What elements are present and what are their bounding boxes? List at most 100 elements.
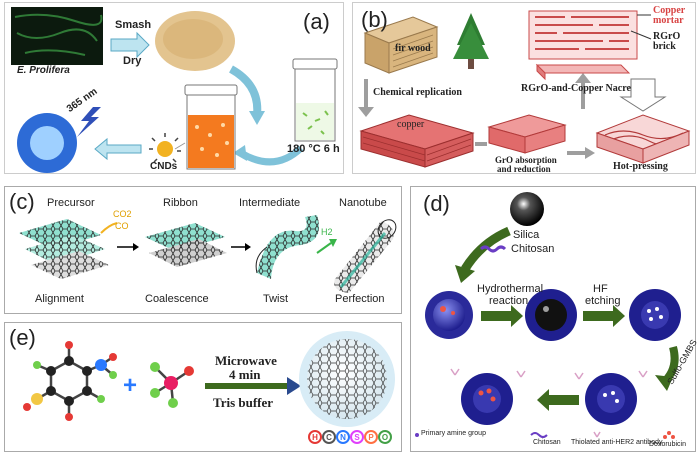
element-symbol-h: H: [312, 433, 318, 442]
panel-d-graphic: [415, 192, 681, 439]
press-arrow: [619, 78, 667, 112]
legend-chitosan-icon: [530, 432, 548, 438]
gro-label-1: GrO absorption: [495, 155, 557, 165]
hf-label-2: etching: [585, 295, 621, 307]
legend-chitosan: Chitosan: [533, 439, 561, 446]
lightning-icon: [77, 107, 101, 137]
arrow-smash: [110, 31, 150, 59]
arrow-e-shaft: [205, 383, 287, 389]
arrow-d-1-head: [511, 305, 523, 327]
legend-antibody: Thiolated anti-HER2 antibody: [571, 439, 663, 446]
buffer-label: Tris buffer: [213, 395, 274, 410]
tree-icon: [453, 13, 489, 69]
jar-dots: [195, 123, 229, 157]
legend-amine-icon: [415, 433, 419, 437]
algae-strands: [14, 13, 103, 56]
label-alignment: Alignment: [35, 293, 84, 305]
panel-e-tag: (e): [9, 325, 36, 350]
sphere-4: [585, 373, 637, 425]
nacre-label: RGrO-and-Copper Nacre: [521, 83, 631, 94]
panel-b: (b) fir wood Chemical replication copper…: [352, 2, 696, 174]
arrow-d-3-head: [537, 389, 549, 411]
condition-label: 180 °C 6 h: [287, 143, 340, 155]
element-badge-h: [308, 430, 322, 444]
panel-c-graphic: [19, 215, 397, 293]
label-perfection: Perfection: [335, 293, 385, 305]
copper-mortar-label-1: Copper: [653, 5, 686, 16]
element-badge-s: [350, 430, 364, 444]
sphere-3: [629, 289, 681, 341]
legend-amine: Primary amine group: [421, 430, 486, 437]
gas-co2: CO2: [113, 209, 132, 219]
label-precursor: Precursor: [47, 197, 95, 209]
rgro-brick-label-2: brick: [653, 41, 676, 52]
plus-sign: +: [123, 372, 137, 399]
sphere-5: [461, 373, 513, 425]
gro-block: [487, 114, 567, 154]
arrow-d-2: [583, 311, 613, 321]
microwave-label: Microwave: [215, 353, 277, 368]
arrow-c-1-head: [133, 243, 139, 251]
cnd-particle: [149, 133, 181, 163]
element-symbol-n: N: [340, 433, 346, 442]
chitosan-label: Chitosan: [511, 243, 555, 255]
autoclave-liquid: [296, 103, 334, 140]
copper-label: copper: [397, 119, 425, 130]
antibody-marks: [450, 368, 648, 380]
algae-pieces: [302, 110, 329, 135]
element-symbol-p: P: [368, 433, 374, 442]
arrow-right-shaft-1: [475, 142, 487, 146]
arrow-e-head: [287, 377, 301, 395]
arrow-right-shaft-2: [567, 151, 585, 155]
arrow-c-3-head: [329, 239, 337, 247]
chem-replication-label: Chemical replication: [373, 87, 462, 98]
step-smash: Smash: [115, 19, 152, 31]
panel-b-tag: (b): [361, 7, 388, 32]
hydrothermal-label-1: Hydrothermal: [477, 283, 544, 295]
nanotube-structure: [334, 219, 397, 293]
fluorescence-core: [30, 126, 64, 160]
copper-brick-block: [359, 114, 475, 168]
cnds-label: CNDs: [150, 161, 178, 172]
element-badge-n: [336, 430, 350, 444]
fir-wood-label: fir wood: [395, 43, 431, 54]
green-arrow-1: [461, 226, 511, 272]
species-label: E. Prolifera: [17, 65, 70, 76]
gro-label-2: and reduction: [497, 164, 551, 174]
arrow-to-glow: [94, 137, 142, 161]
hf-label-1: HF: [593, 283, 608, 295]
cnd-sphere-lattice: [307, 339, 387, 419]
element-symbol-o: O: [382, 433, 388, 442]
arrow-d-1: [481, 311, 511, 321]
element-badge-c: [322, 430, 336, 444]
benzene-atoms: [23, 341, 117, 421]
jar-lid: [184, 84, 238, 96]
precursor-structure: [19, 219, 109, 279]
arrow-up-head: [575, 73, 591, 83]
arrow-autoclave-to-jar: [239, 145, 304, 166]
panel-c-tag: (c): [9, 189, 35, 214]
brick-stack: [528, 10, 638, 81]
cnd-connector: [174, 142, 186, 150]
benzene-molecule: [36, 345, 114, 417]
arrow-d-3: [549, 395, 579, 405]
brick-pointer: [630, 30, 652, 40]
silica-label: Silica: [513, 229, 540, 241]
panel-d-tag: (d): [423, 191, 450, 216]
silica-sphere: [510, 192, 544, 226]
arrow-right-head-2: [585, 147, 595, 159]
twist-structure: [255, 215, 319, 279]
arrow-c-2-head: [245, 243, 251, 251]
gas-arrow: [100, 222, 118, 234]
nacre-block: [595, 114, 691, 164]
curve-arrow-head: [249, 111, 265, 125]
green-arrow-2-head: [655, 375, 673, 391]
sphere-1: [425, 291, 473, 339]
label-nanotube: Nanotube: [339, 197, 387, 209]
rgro-brick-label-1: RGrO: [653, 31, 681, 42]
phosphate-molecule: [150, 362, 194, 408]
panel-a: E. Prolifera Smash Dry (a) 180 °C 6 h CN…: [4, 2, 344, 174]
legend-doxorubicin: Doxorubicin: [649, 441, 686, 448]
